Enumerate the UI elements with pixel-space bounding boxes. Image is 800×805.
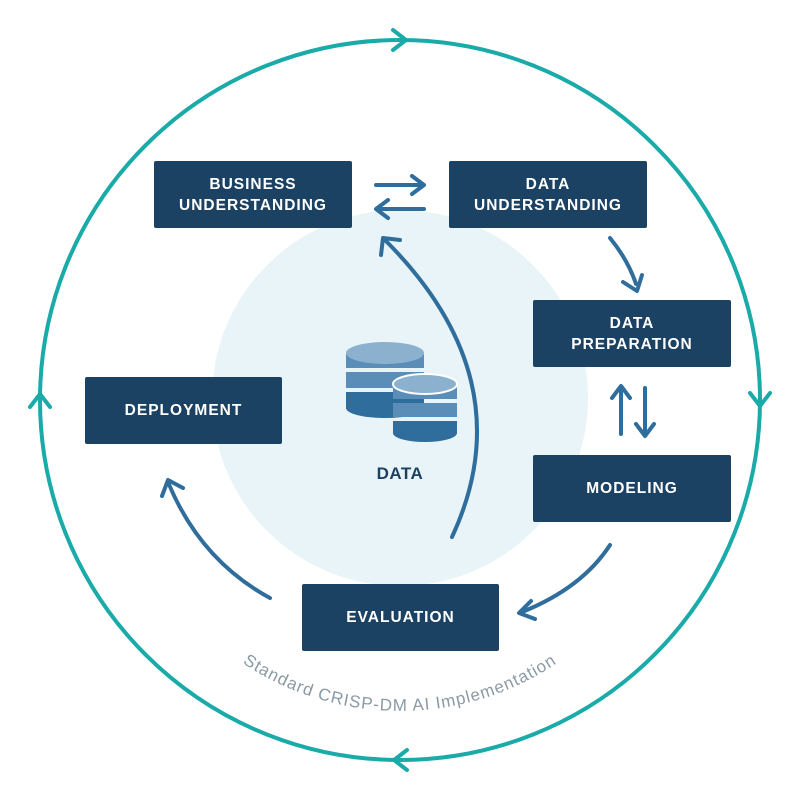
outer-cycle-ring — [38, 38, 762, 762]
arrow-head-down-icon — [634, 422, 656, 438]
cycle-arrow-top-icon — [391, 28, 408, 52]
phase-label: BUSINESS — [209, 175, 297, 193]
phase-label: UNDERSTANDING — [179, 196, 327, 214]
cycle-arrow-left-icon — [28, 392, 52, 409]
arrow-head-left-icon — [374, 198, 390, 220]
phase-label: DEPLOYMENT — [124, 402, 243, 419]
phase-label: UNDERSTANDING — [474, 196, 622, 214]
phase-label: DATA — [609, 314, 655, 332]
arrow-head-up-icon — [160, 478, 185, 498]
arrow-head-left-icon — [517, 599, 537, 621]
arrow-modeling-to-evaluation — [520, 543, 612, 614]
arrow-head-up-icon — [379, 236, 402, 257]
cycle-arrow-bottom-icon — [392, 748, 409, 772]
arrow-evaluation-to-business — [383, 238, 479, 539]
cycle-arrow-right-icon — [748, 391, 772, 408]
phase-data-understanding: DATA UNDERSTANDING — [449, 161, 647, 228]
phase-modeling: MODELING — [533, 455, 731, 522]
phase-label: EVALUATION — [346, 609, 455, 626]
center-data-label: DATA — [376, 464, 424, 483]
phase-label: MODELING — [586, 480, 678, 497]
arrow-data-understanding-to-preparation — [608, 236, 638, 286]
database-icon — [346, 342, 458, 442]
arrow-head-right-icon — [410, 174, 426, 196]
phase-label: DATA — [525, 175, 571, 193]
phase-data-preparation: DATA PREPARATION — [533, 300, 731, 367]
arrow-head-down-icon — [621, 273, 644, 293]
phase-deployment: DEPLOYMENT — [85, 377, 282, 444]
arrow-evaluation-to-deployment — [166, 480, 272, 600]
phase-label: PREPARATION — [571, 335, 693, 353]
phase-evaluation: EVALUATION — [302, 584, 499, 651]
arrow-head-up-icon — [610, 384, 632, 400]
caption-text: Standard CRISP-DM AI Implementation — [240, 650, 559, 715]
phase-business-understanding: BUSINESS UNDERSTANDING — [154, 161, 352, 228]
